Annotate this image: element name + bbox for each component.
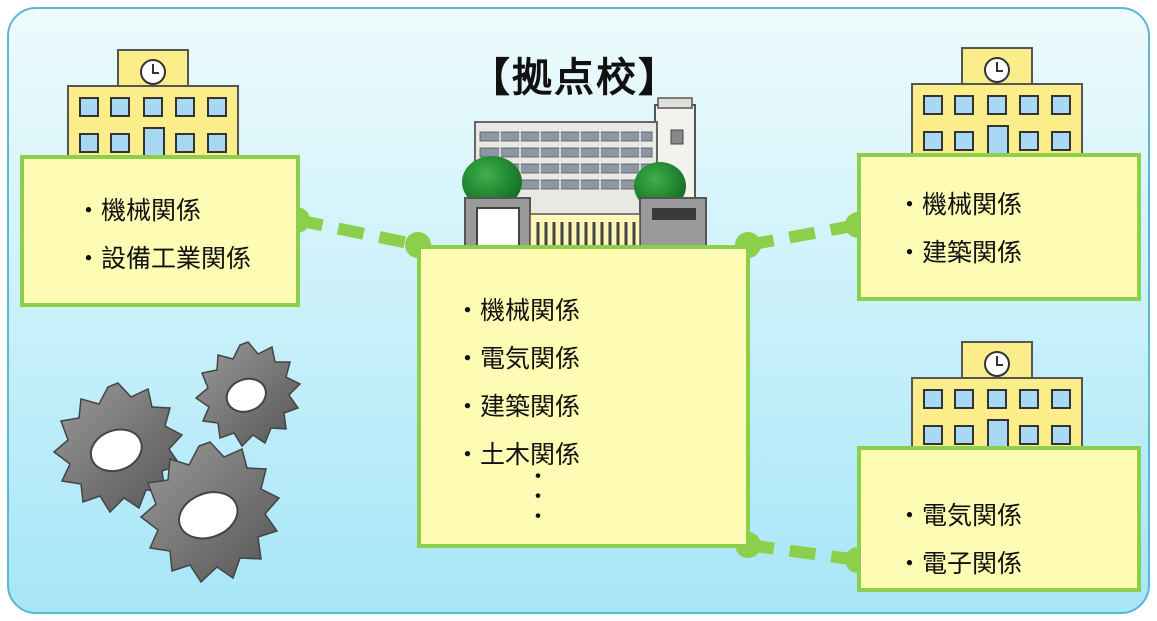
- list-item: 電気関係: [455, 335, 746, 383]
- hub-box: 機械関係 電気関係 建築関係 土木関係: [417, 245, 750, 548]
- list-item: 建築関係: [897, 229, 1137, 277]
- school-right-top-box: 機械関係 建築関係: [857, 153, 1141, 301]
- school-right-top-list: 機械関係 建築関係: [897, 181, 1137, 277]
- hub-school-building-icon: [462, 97, 707, 266]
- school-right-bottom-list: 電気関係 電子関係: [897, 492, 1137, 588]
- list-item: 機械関係: [897, 181, 1137, 229]
- list-item: 機械関係: [76, 187, 296, 235]
- hub-list: 機械関係 電気関係 建築関係 土木関係: [455, 287, 746, 479]
- list-item: 建築関係: [455, 383, 746, 431]
- school-building-right-top-icon: [911, 47, 1083, 165]
- school-left-list: 機械関係 設備工業関係: [76, 187, 296, 283]
- school-right-bottom-box: 電気関係 電子関係: [857, 446, 1141, 592]
- list-item: 土木関係: [455, 431, 746, 479]
- connector-lines: [295, 214, 860, 566]
- school-building-left-icon: [67, 49, 239, 167]
- hub-title: 【拠点校】: [470, 55, 680, 101]
- list-item: 電子関係: [897, 540, 1137, 588]
- continuation-dots: ・ ・ ・: [527, 465, 550, 530]
- list-item: 電気関係: [897, 492, 1137, 540]
- school-left-box: 機械関係 設備工業関係: [20, 155, 300, 307]
- list-item: 機械関係: [455, 287, 746, 335]
- list-item: 設備工業関係: [76, 235, 296, 283]
- gears-icon: [52, 341, 302, 584]
